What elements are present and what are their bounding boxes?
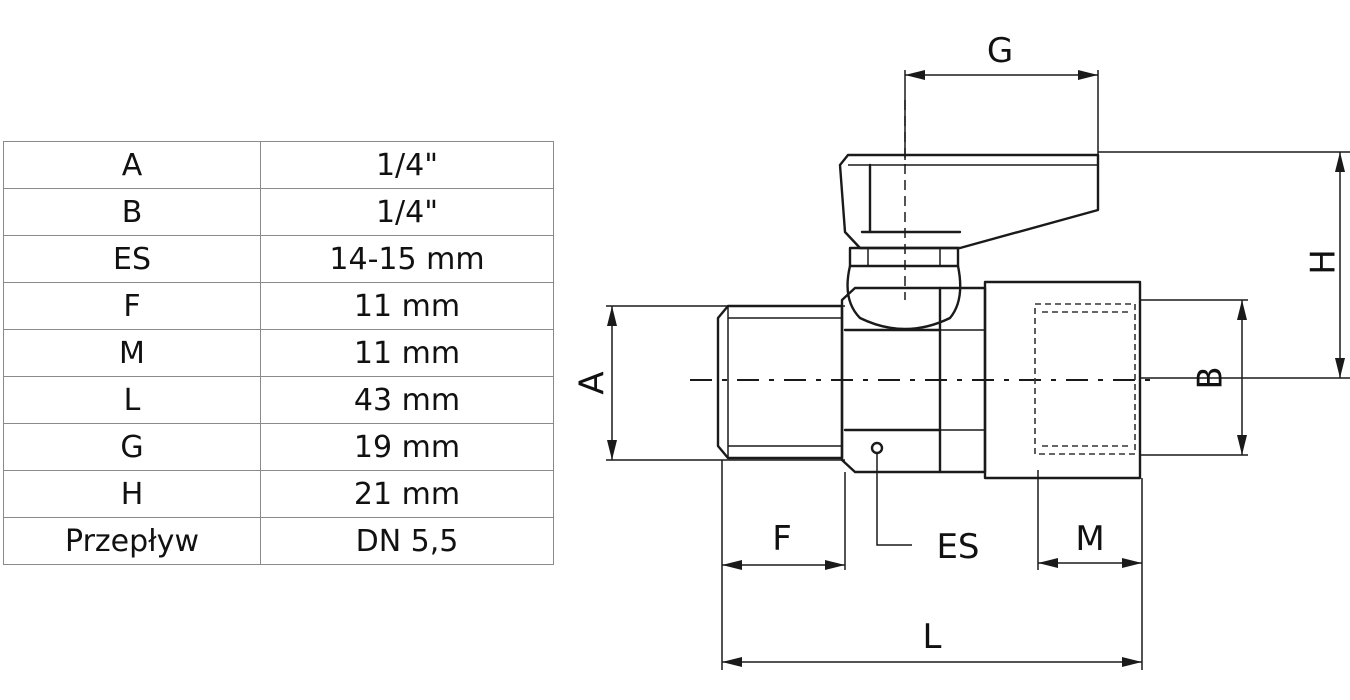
dimension-m [1038, 558, 1142, 568]
label-m: M [1075, 519, 1104, 559]
es-leader [870, 441, 912, 546]
param-cell: Przepływ [3, 517, 261, 565]
param-cell: A [3, 141, 261, 189]
value-cell: 11 mm [260, 282, 554, 330]
value-cell: 43 mm [260, 376, 554, 424]
param-cell: M [3, 329, 261, 377]
valve-bonnet [846, 264, 962, 331]
male-thread-end [716, 304, 844, 460]
value-cell: 19 mm [260, 423, 554, 471]
label-l: L [923, 617, 942, 657]
dimension-h [1335, 152, 1345, 378]
value-cell: 11 mm [260, 329, 554, 377]
label-es: ES [936, 527, 979, 567]
dimension-f [722, 560, 845, 570]
valve-stem [848, 246, 960, 268]
dimension-a [607, 306, 617, 460]
label-b: B [1191, 366, 1231, 389]
param-cell: ES [3, 235, 261, 283]
param-cell: F [3, 282, 261, 330]
value-cell: 1/4" [260, 141, 554, 189]
param-cell: H [3, 470, 261, 518]
label-f: F [772, 519, 792, 559]
label-h: H [1304, 249, 1344, 275]
female-thread-end [983, 280, 1142, 480]
label-a: A [573, 371, 613, 394]
dimension-l [722, 657, 1142, 667]
valve-handle [838, 153, 1100, 250]
dimension-g [905, 70, 1098, 80]
dimension-b [1237, 300, 1247, 455]
value-cell: DN 5,5 [260, 517, 554, 565]
value-cell: 14-15 mm [260, 235, 554, 283]
label-g: G [987, 31, 1013, 71]
